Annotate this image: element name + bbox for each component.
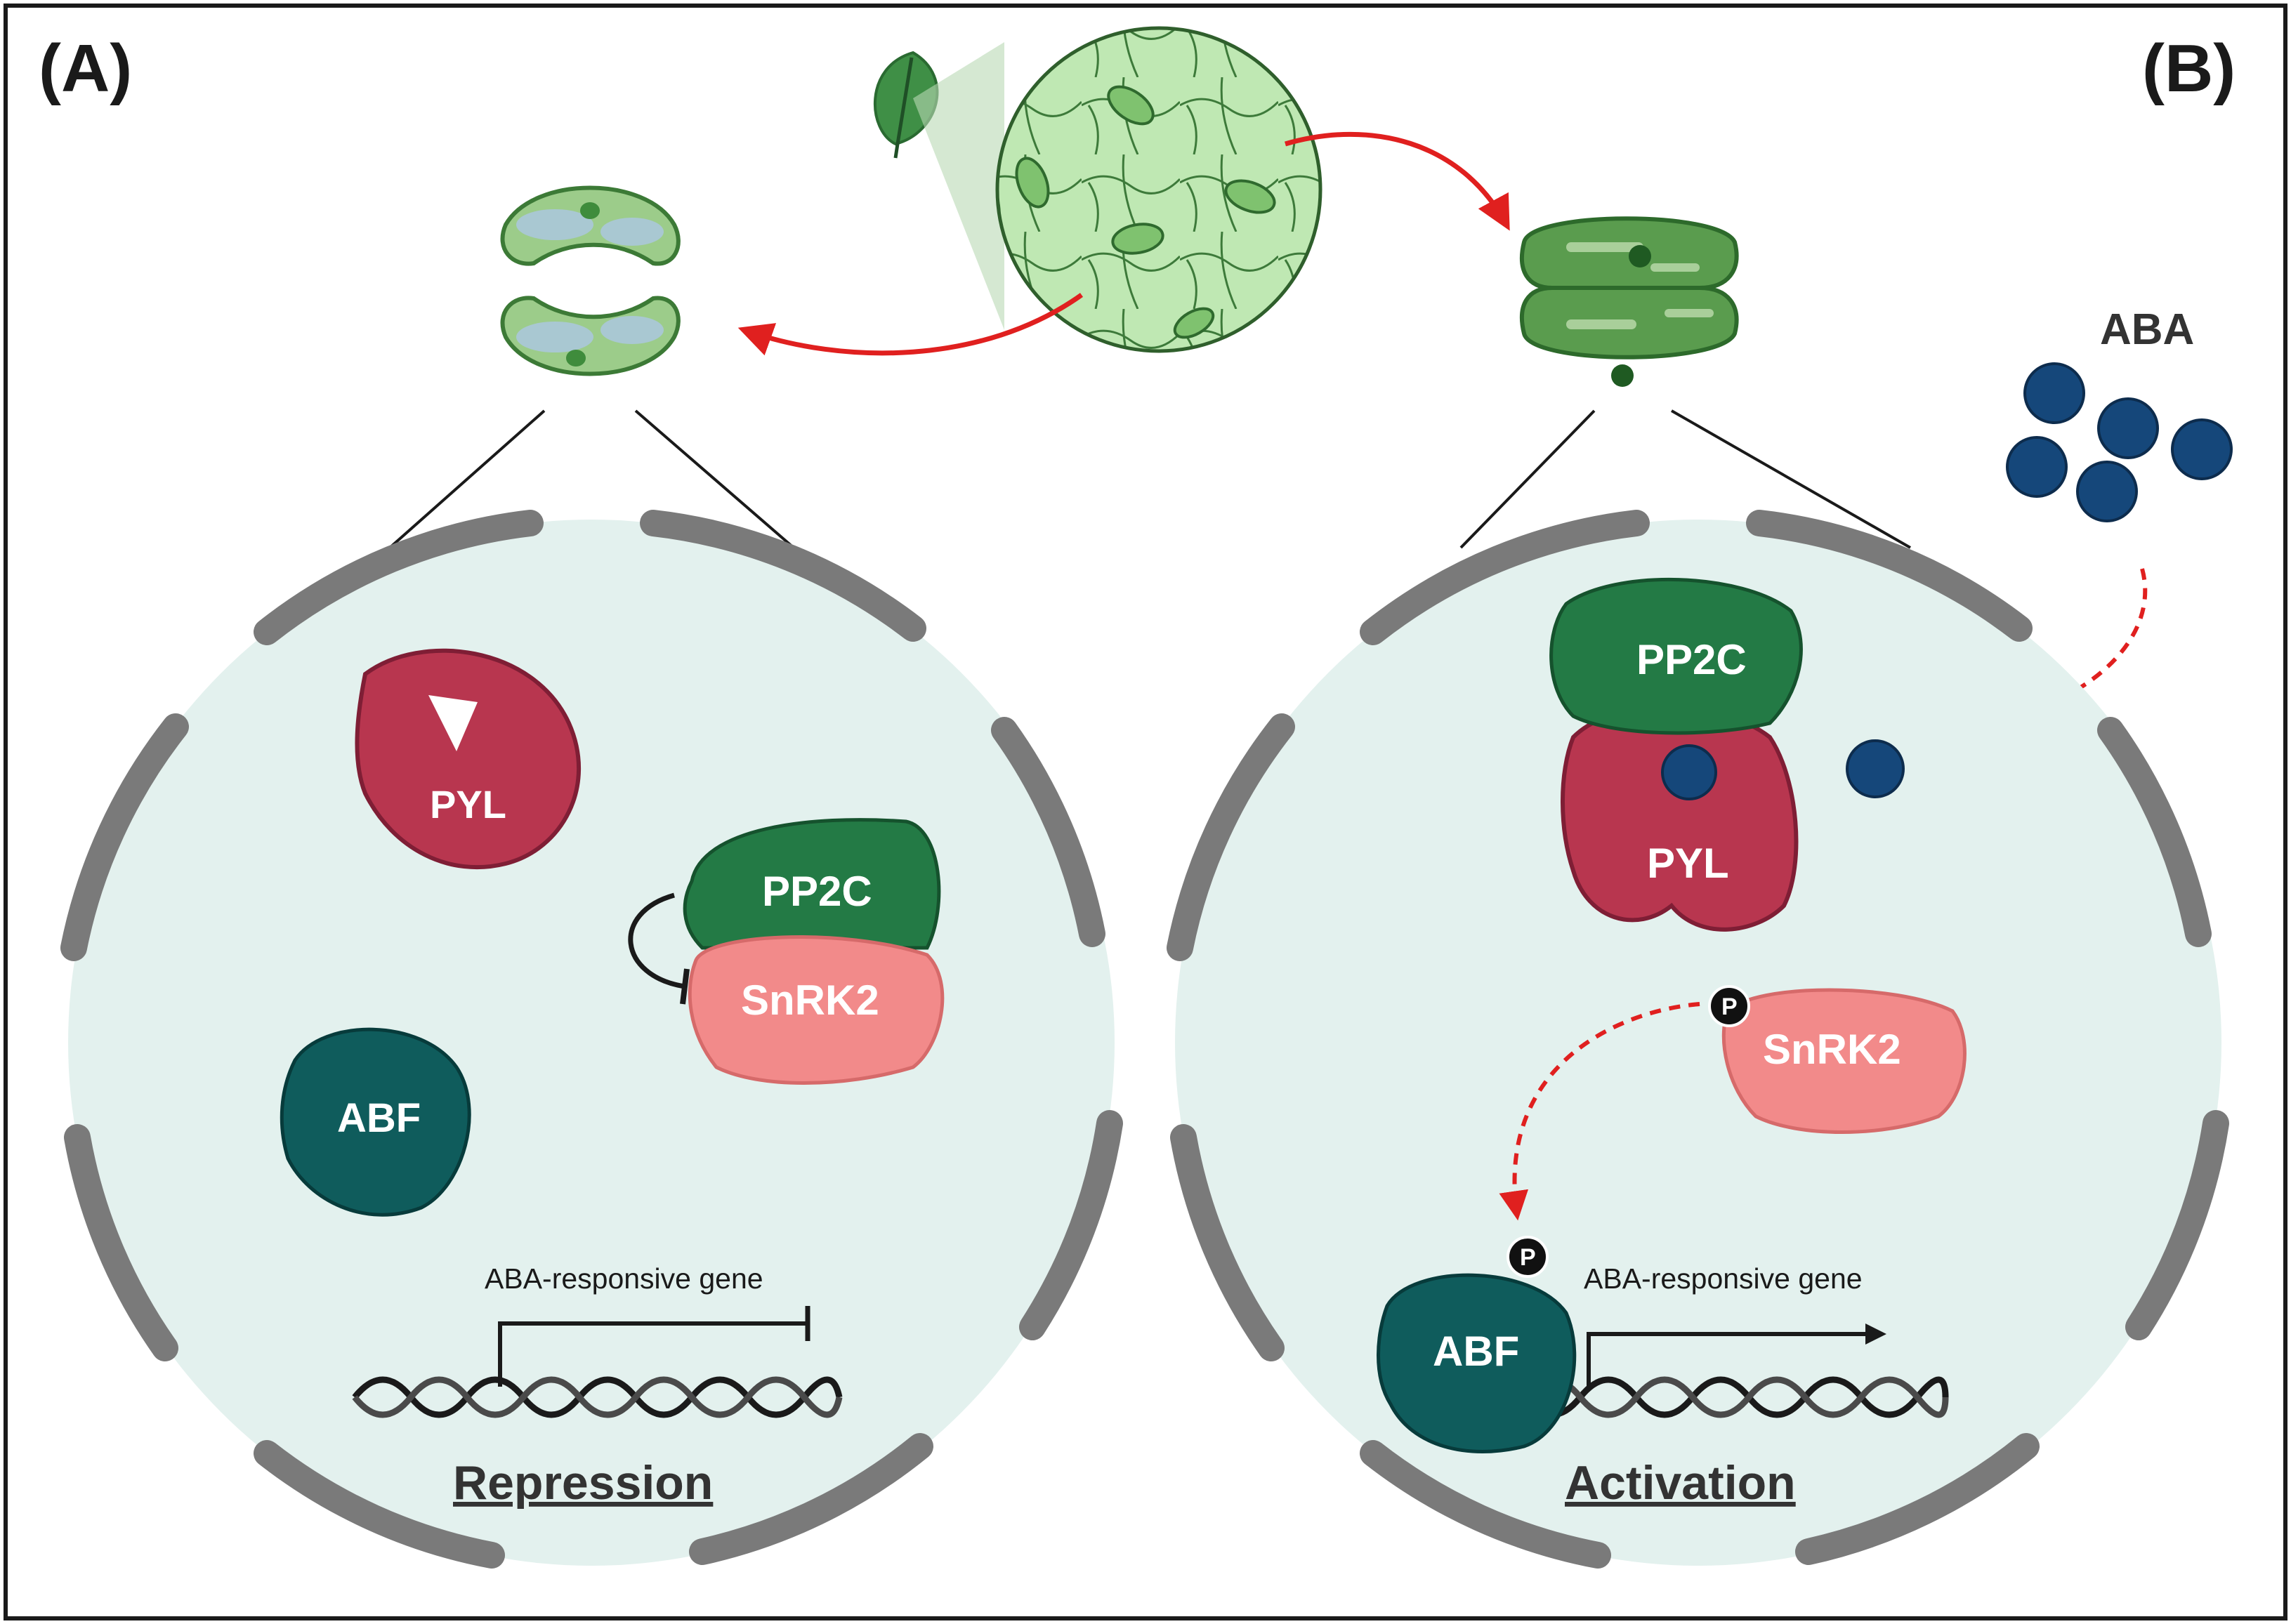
- phospho-badge-abf: [1506, 1236, 1549, 1278]
- abf-protein-a: ABF: [280, 1027, 471, 1217]
- activation-label: Activation: [1565, 1456, 1796, 1510]
- phospho-label-abf: P: [1520, 1244, 1536, 1271]
- repression-label: Repression: [453, 1456, 713, 1510]
- snrk2-label-b: SnRK2: [1763, 1026, 1901, 1073]
- gene-label-a: ABA-responsive gene: [485, 1262, 763, 1295]
- inhibition-bar-a: [680, 968, 690, 1005]
- phosphorylation-arrow: [1499, 1002, 1700, 1221]
- aba-cluster: [2006, 362, 2233, 522]
- panel-b-label: (B): [2142, 31, 2236, 106]
- pp2c-snrk2-complex-a: PP2C SnRK2: [683, 818, 945, 1085]
- leaf-icon: [873, 51, 939, 159]
- aba-label: ABA: [2100, 305, 2194, 354]
- snrk2-protein-b: SnRK2 P: [1708, 985, 1967, 1134]
- pp2c-label-b: PP2C: [1636, 636, 1747, 683]
- pyl-label-b: PYL: [1647, 840, 1729, 887]
- panel-a-label: (A): [39, 31, 132, 106]
- aba-bound-molecule: [1661, 744, 1717, 800]
- inhibition-arrow-a: [628, 892, 685, 989]
- pp2c-label-a: PP2C: [762, 868, 872, 915]
- snrk2-label-a: SnRK2: [741, 977, 879, 1024]
- epidermis-magnifier: [995, 26, 1322, 353]
- magnifier-cone: [913, 42, 1004, 330]
- cell-a: [60, 510, 1123, 1569]
- arrow-to-closed-stoma: [1285, 131, 1510, 231]
- pyl-protein-a: PYL: [355, 648, 582, 870]
- closed-stoma-icon: [1519, 216, 1739, 387]
- dna-helix-icon: [352, 1376, 843, 1418]
- abf-label-a: ABF: [337, 1095, 421, 1141]
- zoom-line-b-left: [1459, 409, 1596, 549]
- nuclear-envelope-a: [60, 510, 1123, 1569]
- abf-label-b: ABF: [1433, 1328, 1519, 1375]
- phospho-label-snrk2: P: [1721, 993, 1738, 1020]
- pyl-label-a: PYL: [430, 782, 506, 826]
- nuclear-envelope-b: [1167, 510, 2229, 1569]
- phospho-badge-snrk2: [1708, 985, 1750, 1027]
- aba-entry-arrow: [1918, 568, 2148, 747]
- pyl-pp2c-complex-b: PP2C PYL: [1549, 577, 1803, 932]
- zoom-line-a-right: [634, 409, 795, 549]
- open-stoma-icon: [500, 185, 681, 376]
- abf-protein-b: ABF P: [1377, 1236, 1577, 1453]
- gene-label-b: ABA-responsive gene: [1584, 1262, 1863, 1295]
- gene-promoter-a: [498, 1321, 808, 1387]
- arrow-to-open-stoma: [737, 293, 1084, 356]
- aba-free-molecule: [1846, 739, 1905, 798]
- zoom-line-b-right: [1671, 409, 1911, 549]
- zoom-line-a-left: [388, 409, 546, 549]
- gene-promoter-b: [1587, 1323, 1886, 1387]
